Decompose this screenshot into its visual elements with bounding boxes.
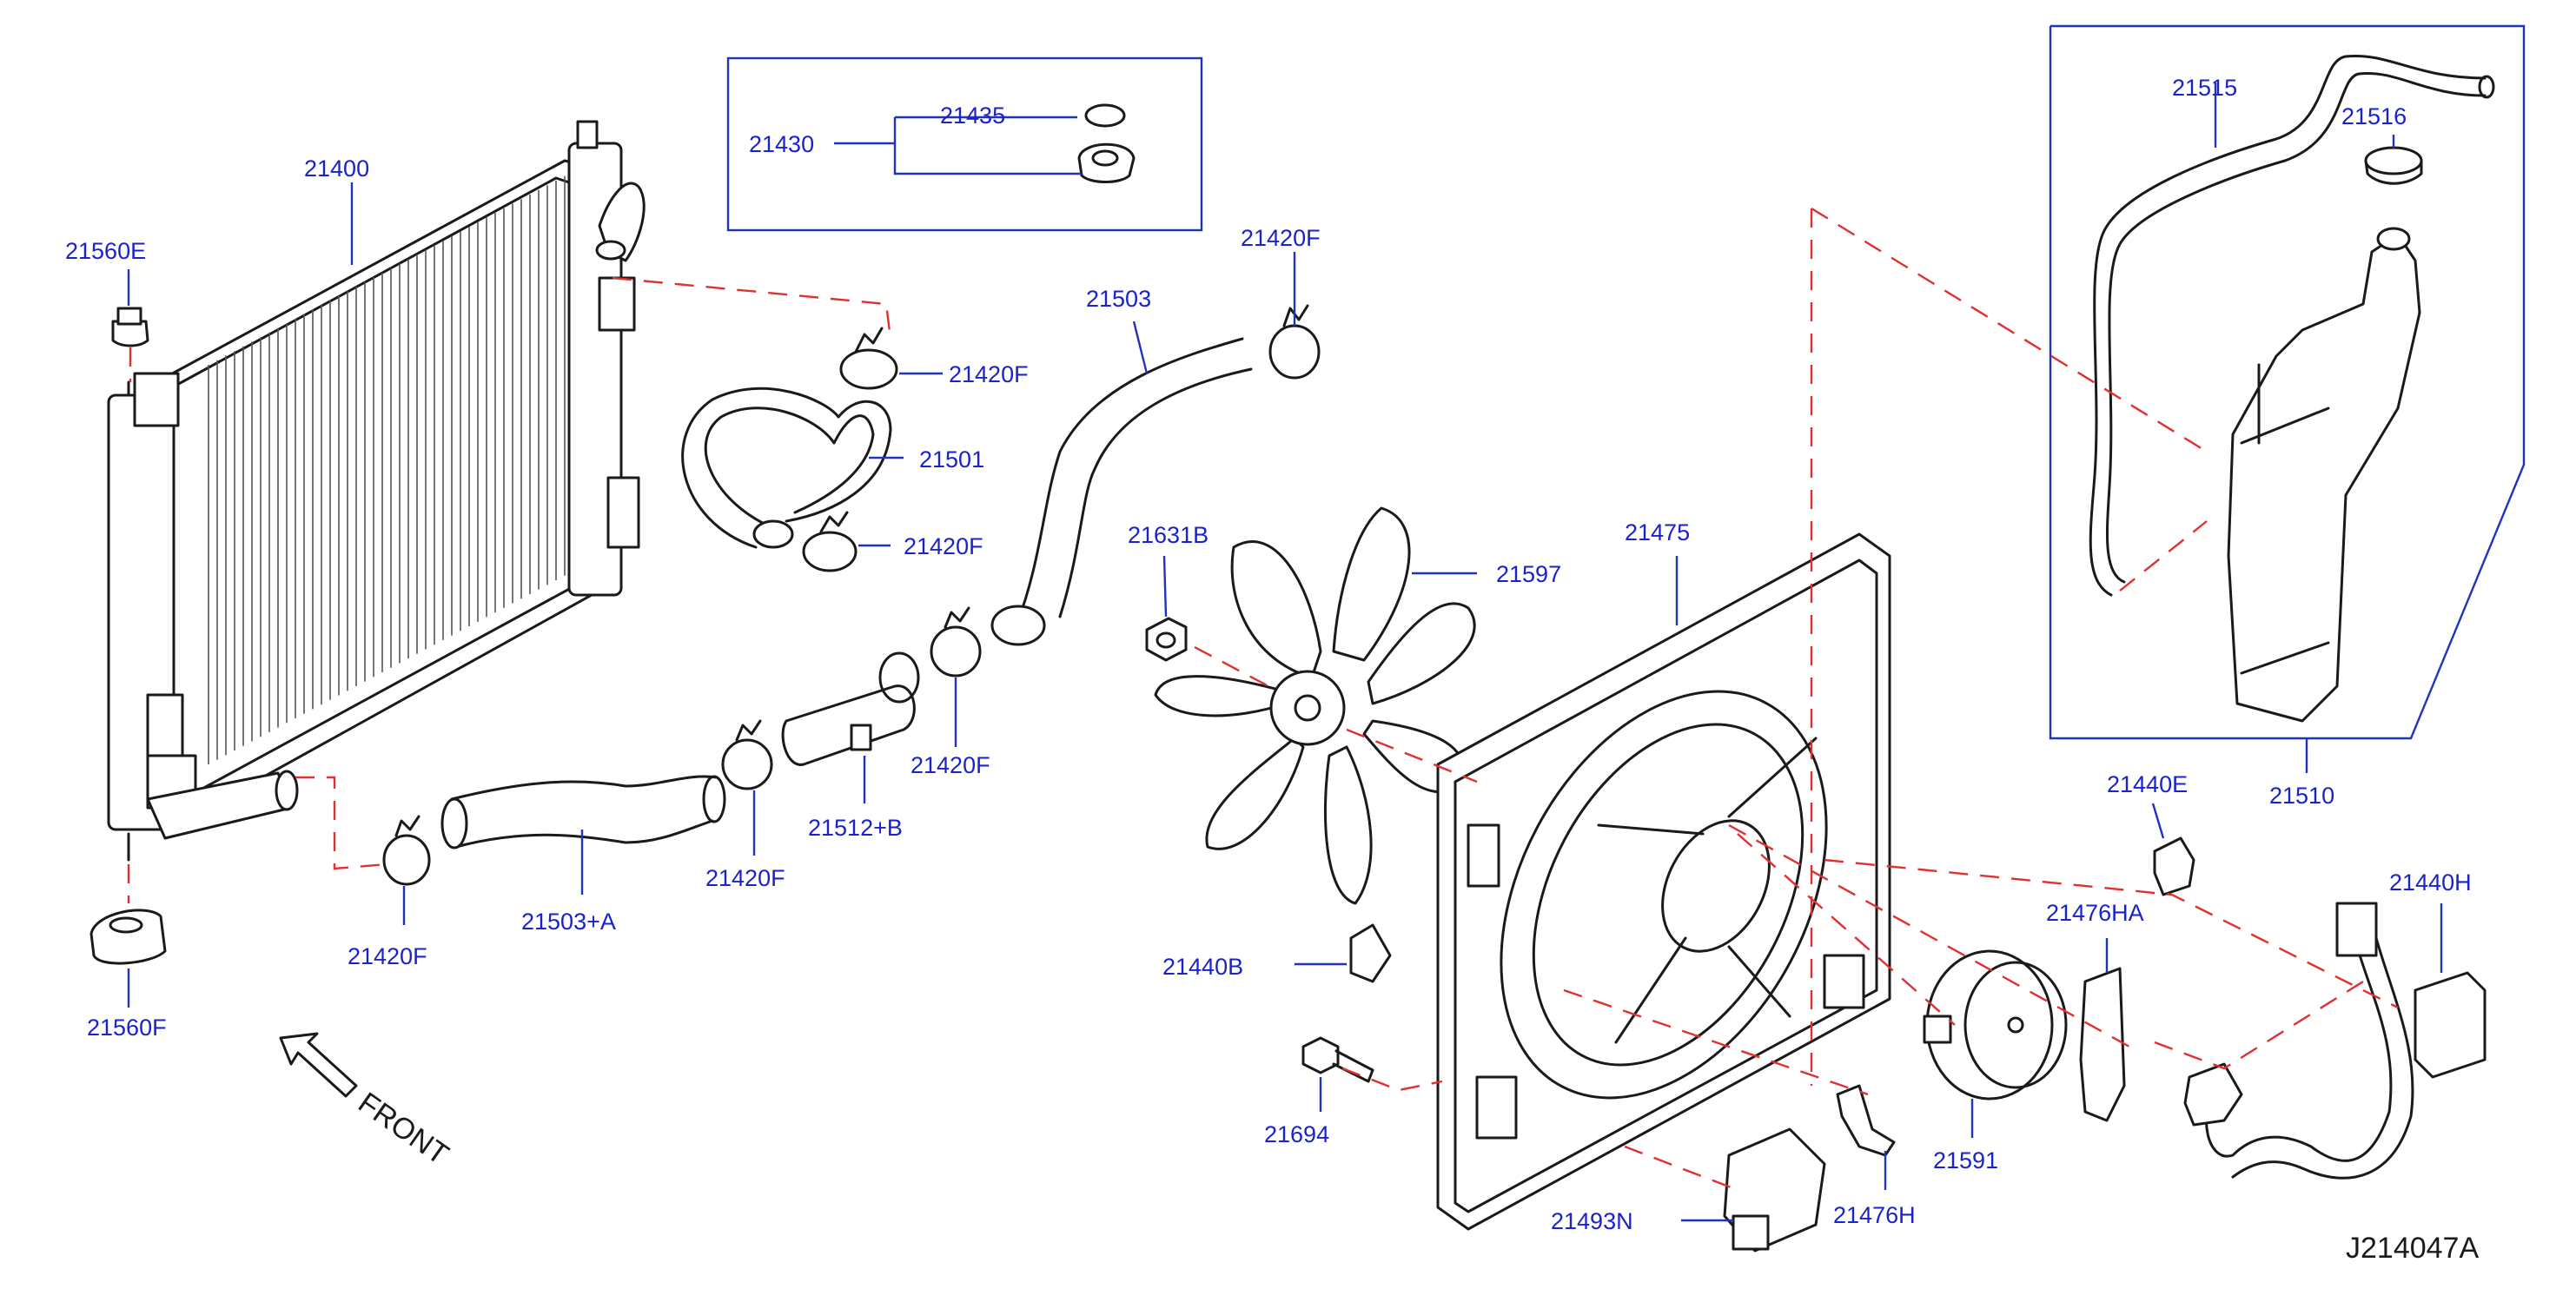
radiator-drawing[interactable] — [107, 120, 646, 862]
part-labels: 21400 21560E 21560F 21430 21435 21420F 2… — [65, 75, 2472, 1234]
bracket-21476HA-drawing[interactable] — [2079, 967, 2126, 1122]
drawing-id: J214047A — [2346, 1232, 2479, 1265]
hose-21501-drawing[interactable] — [681, 387, 892, 549]
mount-bushing-upper-21560E-drawing[interactable] — [111, 307, 149, 347]
radiator-cap-drawing[interactable] — [1077, 142, 1136, 183]
part-label-21694[interactable]: 21694 — [1264, 1121, 1329, 1147]
part-label-21440H[interactable]: 21440H — [2389, 869, 2472, 896]
bolt-21694-drawing[interactable] — [1301, 1036, 1374, 1083]
reservoir-cap-21516-drawing[interactable] — [2364, 146, 2423, 185]
cooling-fan-21597-drawing[interactable] — [1154, 506, 1476, 905]
thermostat-housing-21512B-drawing[interactable] — [781, 651, 920, 766]
part-label-21512B[interactable]: 21512+B — [808, 815, 903, 841]
front-arrow-icon — [279, 1032, 358, 1098]
fan-nut-21631B-drawing[interactable] — [1145, 617, 1188, 662]
part-label-21501[interactable]: 21501 — [919, 446, 984, 473]
clamp-21420F-lower-center-drawing[interactable] — [721, 719, 773, 790]
hose-21503-drawing[interactable] — [990, 337, 1253, 646]
part-label-21493N[interactable]: 21493N — [1551, 1208, 1633, 1234]
front-label: FRONT — [352, 1086, 454, 1171]
harness-21440H-drawing[interactable] — [2183, 902, 2487, 1180]
part-label-21510[interactable]: 21510 — [2269, 783, 2334, 809]
clamp-21420F-top-right-drawing[interactable] — [1268, 304, 1321, 380]
connector-21440E-drawing[interactable] — [2153, 836, 2195, 896]
part-label-21560E[interactable]: 21560E — [65, 238, 146, 264]
part-label-21435[interactable]: 21435 — [940, 102, 1005, 129]
part-label-21591[interactable]: 21591 — [1933, 1147, 1998, 1173]
hose-21503A-drawing[interactable] — [440, 775, 726, 849]
part-label-21503A[interactable]: 21503+A — [521, 909, 616, 935]
reservoir-hose-21515-drawing[interactable] — [2089, 54, 2495, 597]
part-label-21400[interactable]: 21400 — [304, 155, 369, 182]
clamp-21420F-center-drawing[interactable] — [930, 606, 982, 678]
clamp-21420F-lower-left-drawing[interactable] — [382, 815, 431, 886]
reservoir-tank-21510-drawing[interactable] — [2227, 227, 2421, 723]
part-label-21420F-mid[interactable]: 21420F — [904, 533, 983, 559]
clamp-21420F-upper-drawing[interactable] — [839, 327, 898, 390]
part-label-21420F-lower-center[interactable]: 21420F — [705, 865, 785, 891]
part-label-21476HA[interactable]: 21476HA — [2046, 900, 2144, 926]
part-label-21631B[interactable]: 21631B — [1128, 522, 1209, 548]
cap-assembly-box — [726, 56, 1203, 232]
part-label-21430[interactable]: 21430 — [749, 131, 814, 157]
guide-lines — [127, 207, 2399, 1192]
part-label-21597[interactable]: 21597 — [1496, 561, 1561, 587]
part-label-21515[interactable]: 21515 — [2172, 75, 2237, 101]
part-label-21476H[interactable]: 21476H — [1833, 1202, 1916, 1228]
fan-shroud-21475-drawing[interactable] — [1435, 532, 1892, 1231]
part-label-21560F[interactable]: 21560F — [87, 1015, 167, 1041]
reservoir-assembly-box — [2049, 24, 2526, 740]
part-label-21440B[interactable]: 21440B — [1162, 954, 1243, 980]
part-label-21420F-lower-left[interactable]: 21420F — [348, 943, 427, 969]
part-label-21420F-center[interactable]: 21420F — [911, 752, 990, 778]
cap-seal-drawing[interactable] — [1084, 103, 1126, 128]
clamp-21420F-mid-drawing[interactable] — [802, 511, 858, 572]
part-label-21475[interactable]: 21475 — [1625, 519, 1690, 545]
part-label-21503[interactable]: 21503 — [1086, 286, 1151, 312]
fan-motor-21591-drawing[interactable] — [1923, 949, 2068, 1101]
part-label-21516[interactable]: 21516 — [2341, 103, 2407, 129]
part-label-21420F-top-right[interactable]: 21420F — [1241, 225, 1321, 251]
mount-bushing-lower-21560F-drawing[interactable] — [89, 909, 167, 965]
bracket-21440B-drawing[interactable] — [1349, 923, 1392, 983]
resistor-21493N-drawing[interactable] — [1723, 1127, 1826, 1253]
radiator-core-hatch — [208, 167, 583, 764]
bracket-21476H-drawing[interactable] — [1836, 1084, 1896, 1157]
part-label-21420F-upper[interactable]: 21420F — [949, 361, 1029, 387]
part-label-21440E[interactable]: 21440E — [2107, 771, 2188, 797]
leader-lines — [127, 83, 2443, 1222]
